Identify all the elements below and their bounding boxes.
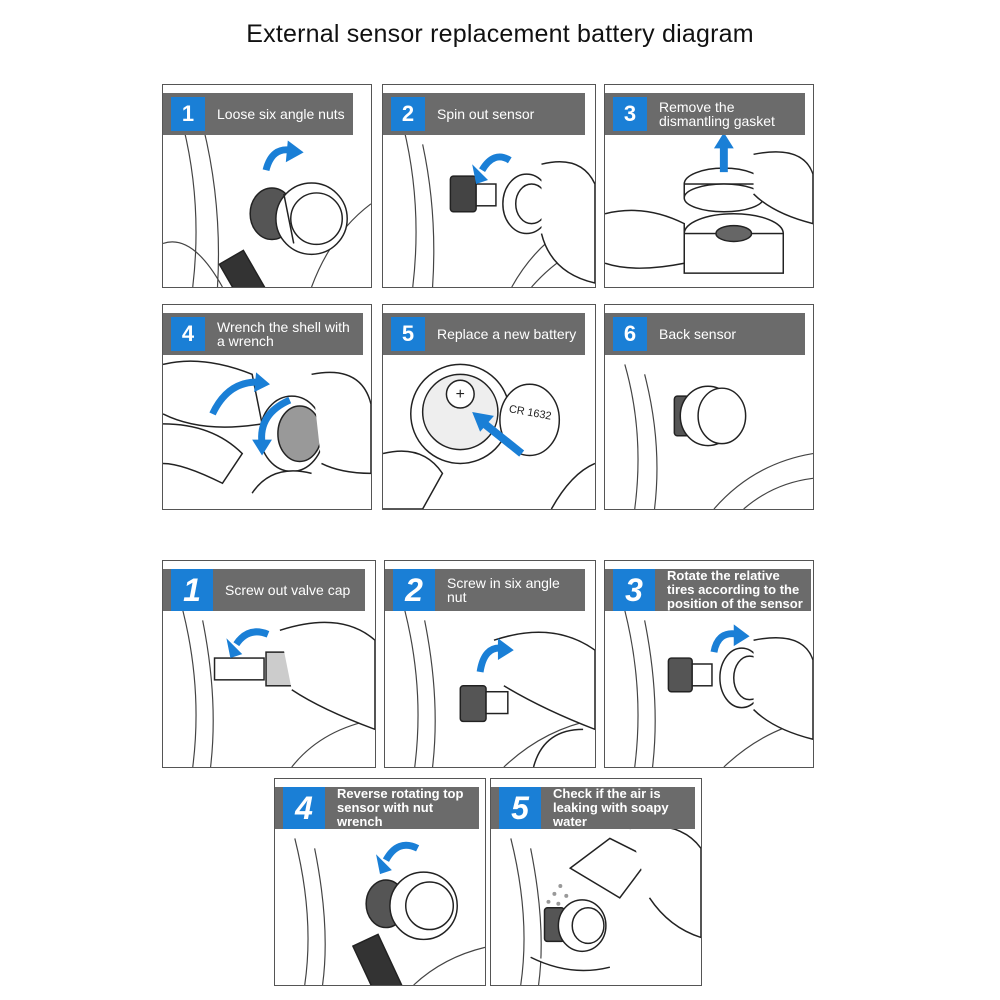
step-label: 1 Loose six angle nuts	[163, 93, 353, 135]
step-number: 1	[171, 569, 213, 611]
step-caption: Back sensor	[659, 326, 737, 342]
step-label: 2 Screw in six angle nut	[385, 569, 585, 611]
step-panel-b3: 3 Rotate the relative tires according to…	[604, 560, 814, 768]
illustration-soapy-water-check	[510, 825, 701, 985]
step-panel-b4: 4 Reverse rotating top sensor with nut w…	[274, 778, 486, 986]
step-panel-b5: 5 Check if the air is leaking with soapy…	[490, 778, 702, 986]
step-caption: Spin out sensor	[437, 106, 535, 122]
page-title: External sensor replacement battery diag…	[246, 20, 754, 48]
step-panel-a6: 6 Back sensor	[604, 304, 814, 510]
step-label: 1 Screw out valve cap	[163, 569, 365, 611]
step-panel-a3: 3 Remove the dismantling gasket	[604, 84, 814, 288]
illustration-screw-out-valve-cap	[182, 610, 375, 767]
illustration-screw-in-nut	[404, 610, 595, 767]
step-label: 4 Reverse rotating top sensor with nut w…	[275, 787, 479, 829]
step-caption: Screw out valve cap	[225, 582, 351, 598]
illustration-back-sensor	[624, 364, 813, 509]
step-panel-a4: 4 Wrench the shell with a wrench	[162, 304, 372, 510]
illustration-reverse-rotate-sensor	[294, 838, 485, 985]
step-label: 4 Wrench the shell with a wrench	[163, 313, 363, 355]
step-number: 5	[499, 787, 541, 829]
step-label: 2 Spin out sensor	[383, 93, 585, 135]
step-number: 6	[613, 317, 647, 351]
step-panel-a1: 1 Loose six angle nuts	[162, 84, 372, 288]
step-number: 3	[613, 569, 655, 611]
illustration-replace-battery: + CR 1632	[383, 363, 595, 509]
step-caption: Remove the dismantling gasket	[659, 99, 775, 129]
step-number: 3	[613, 97, 647, 131]
step-number: 2	[393, 569, 435, 611]
illustration-wrench-shell	[163, 360, 371, 494]
step-number: 1	[171, 97, 205, 131]
step-label: 5 Replace a new battery	[383, 313, 585, 355]
step-caption: Screw in six angle nut	[447, 575, 560, 605]
step-panel-b1: 1 Screw out valve cap	[162, 560, 376, 768]
step-panel-a2: 2 Spin out sensor	[382, 84, 596, 288]
step-caption: Rotate the relative tires according to t…	[667, 568, 803, 611]
step-caption: Reverse rotating top sensor with nut wre…	[337, 786, 464, 829]
step-label: 3 Rotate the relative tires according to…	[605, 569, 811, 611]
step-panel-a5: + CR 1632 5 Replace a new battery	[382, 304, 596, 510]
step-label: 5 Check if the air is leaking with soapy…	[491, 787, 695, 829]
step-number: 5	[391, 317, 425, 351]
step-caption: Check if the air is leaking with soapy w…	[553, 786, 669, 829]
step-caption: Wrench the shell with a wrench	[217, 319, 350, 349]
step-number: 2	[391, 97, 425, 131]
step-label: 6 Back sensor	[605, 313, 805, 355]
step-caption: Loose six angle nuts	[217, 106, 345, 122]
step-label: 3 Remove the dismantling gasket	[605, 93, 805, 135]
illustration-spin-out-sensor	[402, 124, 595, 287]
step-number: 4	[171, 317, 205, 351]
illustration-rotate-tire	[624, 610, 813, 767]
step-number: 4	[283, 787, 325, 829]
step-caption: Replace a new battery	[437, 326, 577, 342]
step-panel-b2: 2 Screw in six angle nut	[384, 560, 596, 768]
illustration-loosen-nut	[163, 124, 371, 287]
illustration-remove-gasket	[605, 132, 813, 274]
svg-text:+: +	[456, 386, 465, 403]
